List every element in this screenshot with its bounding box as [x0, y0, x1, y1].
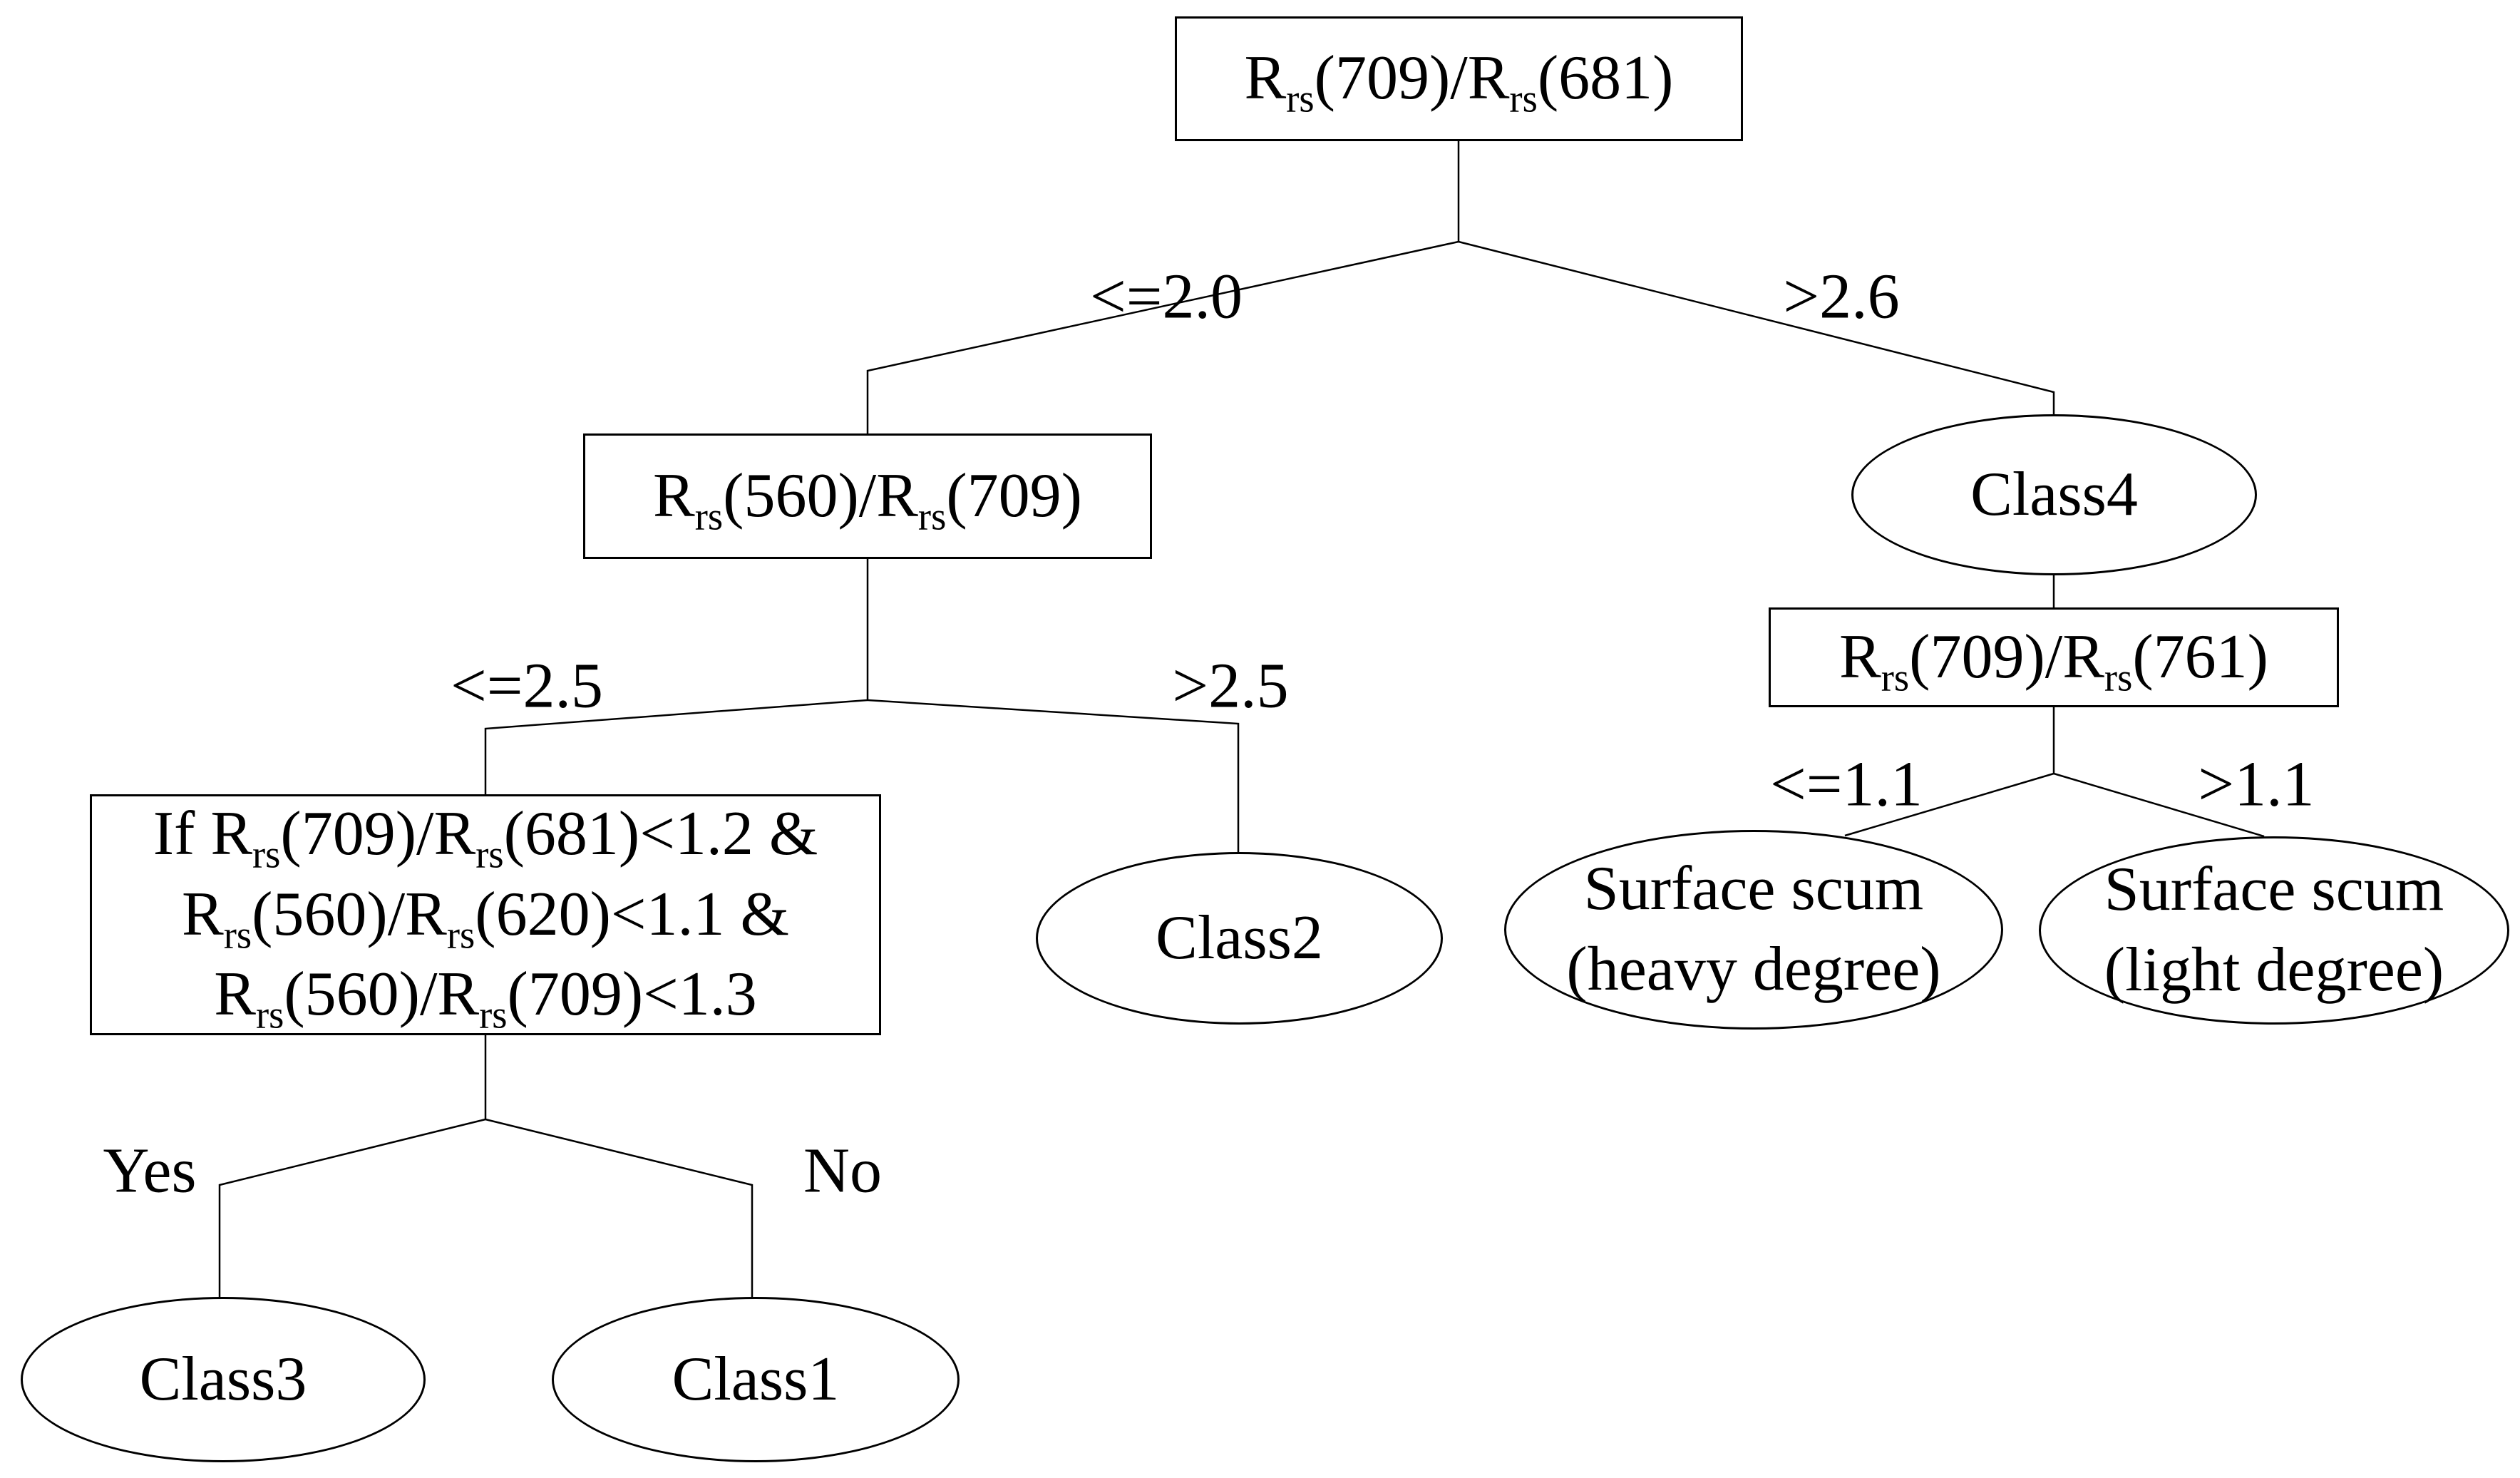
branch-label-gt-2-5: >2.5 — [1172, 650, 1289, 722]
edge-761-left — [1844, 772, 2054, 837]
edge-761-right — [2053, 772, 2265, 838]
class1-label: Class1 — [672, 1344, 840, 1414]
branch-label-gt-2-6: >2.6 — [1783, 261, 1900, 332]
surface-scum-light-leaf-node: Surface scum (light degree) — [2039, 836, 2509, 1025]
surface-scum-heavy-leaf-node: Surface scum (heavy degree) — [1504, 830, 2003, 1030]
branch-label-le-2-0: <=2.0 — [1089, 261, 1243, 332]
branch-label-gt-1-1: >1.1 — [2198, 749, 2315, 820]
edge-cond-left — [218, 1118, 486, 1298]
ratio-560-709-label: Rrs(560)/Rrs(709) — [653, 461, 1082, 538]
class2-label: Class2 — [1156, 903, 1323, 972]
ratio-709-761-decision-node: Rrs(709)/Rrs(761) — [1769, 607, 2339, 707]
branch-label-le-2-5: <=2.5 — [450, 650, 604, 722]
root-decision-label: Rrs(709)/Rrs(681) — [1244, 43, 1674, 120]
ratio-709-761-label: Rrs(709)/Rrs(761) — [1839, 622, 2268, 699]
class2-leaf-node: Class2 — [1036, 852, 1443, 1025]
class4-leaf-node: Class4 — [1851, 414, 2257, 575]
scum-light-line-2: (light degree) — [2104, 935, 2444, 1005]
edge-560-left — [484, 699, 868, 794]
scum-heavy-line-1: Surface scum — [1583, 854, 1924, 924]
condition-line-3: Rrs(560)/Rrs(709)<1.3 — [214, 960, 757, 1037]
branch-label-yes: Yes — [103, 1135, 197, 1206]
ratio-560-709-decision-node: Rrs(560)/Rrs(709) — [583, 433, 1152, 559]
edge-cond-right — [485, 1118, 754, 1298]
scum-heavy-line-2: (heavy degree) — [1566, 935, 1941, 1004]
scum-light-line-1: Surface scum — [2104, 855, 2444, 925]
condition-line-1: If Rrs(709)/Rrs(681)<1.2 & — [153, 799, 818, 876]
branch-label-le-1-1: <=1.1 — [1769, 749, 1923, 820]
class3-leaf-node: Class3 — [21, 1297, 426, 1462]
class3-label: Class3 — [139, 1344, 307, 1414]
class4-label: Class4 — [1970, 459, 2138, 529]
condition-decision-node: If Rrs(709)/Rrs(681)<1.2 & Rrs(560)/Rrs(… — [90, 794, 881, 1035]
edge-560-right — [867, 699, 1240, 852]
branch-label-no: No — [803, 1135, 882, 1206]
edge-root-left — [866, 240, 1459, 433]
edge-root-right — [1458, 240, 2055, 414]
condition-line-2: Rrs(560)/Rrs(620)<1.1 & — [182, 879, 789, 957]
class1-leaf-node: Class1 — [552, 1297, 960, 1462]
root-decision-node: Rrs(709)/Rrs(681) — [1175, 16, 1743, 141]
